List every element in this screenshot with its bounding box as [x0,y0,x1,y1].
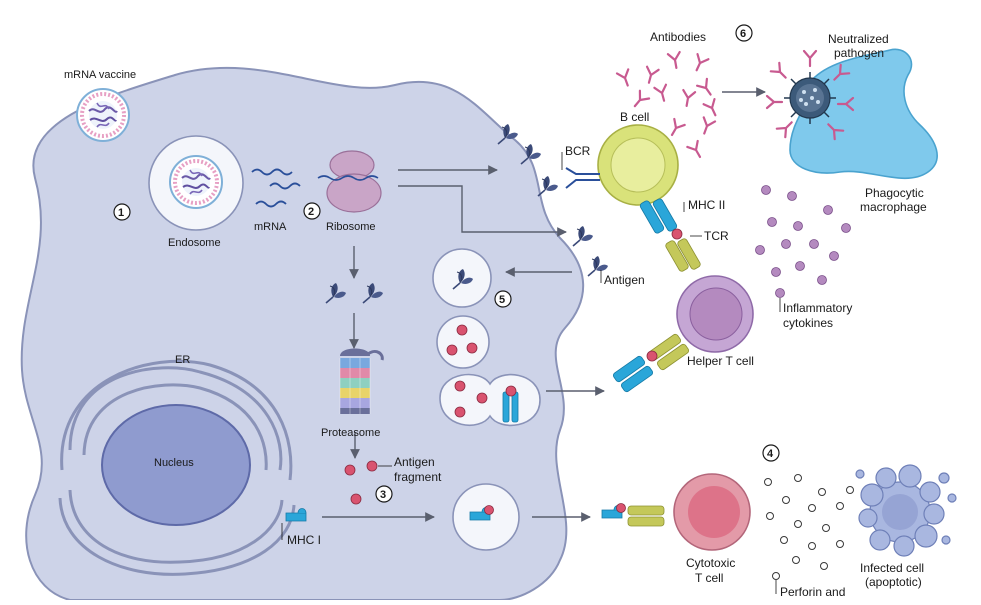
neutralized-label-1: Neutralized [828,32,889,46]
b-cell-label: B cell [620,110,649,124]
mhc2-host-peptide [646,350,658,362]
fragment-vesicle-contents [446,324,478,356]
nucleus-label: Nucleus [154,457,194,469]
infected-cell-nucleus [882,494,918,530]
perforin-marker [772,572,780,580]
ribosome [317,150,382,213]
neutralized-label-2: pathogen [834,46,884,60]
mrna-strands [251,168,301,208]
phagocytic-label-1: Phagocytic [865,186,924,200]
mhc2-b-cell-peptide [671,228,683,240]
ribosome-output-arrows [349,165,567,459]
proteasome [339,348,384,414]
antibodies-label: Antibodies [650,30,706,44]
mhc1-surface [601,503,626,519]
antigen-fragments [344,460,378,505]
endosome-label: Endosome [168,237,221,249]
cytotoxic-label-2: T cell [695,571,723,585]
mhc2-host [612,355,654,393]
helper-t-cell-nucleus [689,287,743,341]
tcr-cytotoxic [627,505,665,527]
antigen-fragment-label-2: fragment [394,470,442,484]
infected-label-1: Infected cell [860,561,924,575]
neutralized-pathogen [765,49,855,141]
ribosome-label: Ribosome [326,221,376,233]
mhc1-label: MHC I [287,533,321,547]
helper-t-label: Helper T cell [687,354,754,368]
mhc1-loaded [469,505,494,521]
bcr-label: BCR [565,144,591,158]
step-5-marker: 5 [494,290,512,308]
inflammatory-label-2: cytokines [783,316,833,330]
perforin-granules [764,474,854,570]
step-3-marker: 3 [375,485,393,503]
mhc2-b-cell [639,198,678,234]
svg-text:3: 3 [380,489,386,501]
er-label: ER [175,354,190,366]
cytotoxic-t-cell-nucleus [688,486,740,538]
svg-text:2: 2 [308,206,314,218]
tcr-helper-b [665,238,701,272]
mrna-vaccine-label: mRNA vaccine [64,69,136,81]
tcr-label: TCR [704,229,729,243]
endoplasmic-reticulum [58,359,296,576]
mhc2-fusion-contents [454,380,519,423]
inflammatory-cytokines [755,185,851,298]
infected-label-2: (apoptotic) [865,575,922,589]
tcr-helper-host [648,333,690,371]
inflammatory-label-1: Inflammatory [783,301,852,315]
step-4-marker: 4 [762,444,780,462]
endosome-particle [168,154,224,210]
svg-text:6: 6 [740,28,746,40]
step-2-marker: 2 [303,202,321,220]
step-1-marker: 1 [113,203,131,221]
antigen-fragment-label-1: Antigen [394,455,435,469]
proteasome-label: Proteasome [321,427,380,439]
cytotoxic-label-1: Cytotoxic [686,556,735,570]
nucleus [101,404,251,526]
mhc2-label: MHC II [688,198,725,212]
fragment-vesicle [436,315,490,369]
phagocytic-label-2: macrophage [860,200,927,214]
mrna-vaccine-particle [75,87,131,143]
bcr-receptor [565,167,600,189]
mrna-label: mRNA [254,221,287,233]
b-cell-nucleus [610,137,666,193]
svg-text:1: 1 [118,207,124,219]
svg-text:5: 5 [499,294,505,306]
perforin-label: Perforin and [780,585,845,599]
svg-text:4: 4 [767,448,774,460]
step-6-marker: 6 [735,24,753,42]
antigen-label: Antigen [604,273,645,287]
